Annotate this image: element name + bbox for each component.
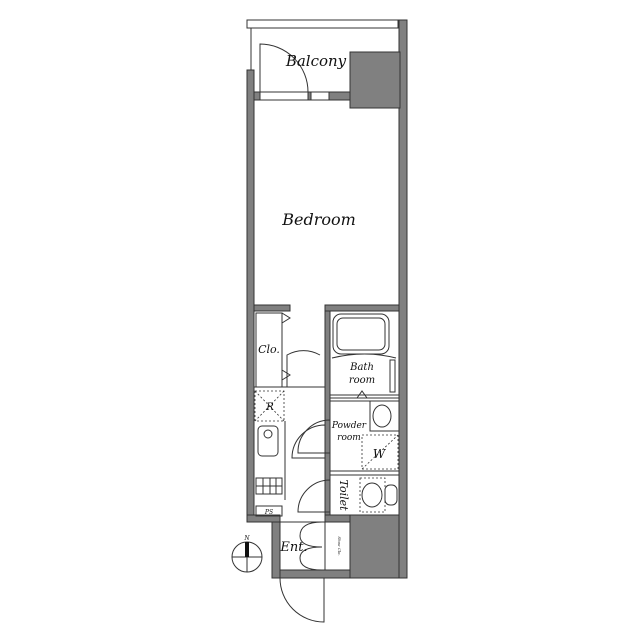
balcony-railing <box>246 19 399 29</box>
bath-rail <box>389 359 396 393</box>
balcony-window <box>310 91 330 101</box>
refrigerator-space <box>254 390 285 422</box>
bottom-left-step <box>246 514 281 523</box>
balcony-door-frame <box>259 91 309 101</box>
shoe-wall <box>324 514 351 523</box>
front-door-swing <box>279 577 325 623</box>
powder-label-1: Powder <box>331 421 367 431</box>
refrigerator-label: R <box>265 402 274 413</box>
toilet-tank <box>384 484 398 506</box>
closet-door-marks <box>281 312 291 381</box>
bath-door-mark <box>356 390 368 399</box>
bath-wall-left <box>324 310 331 516</box>
sink <box>372 404 392 428</box>
north-compass: N <box>231 535 263 573</box>
entrance-bottom-wall <box>279 569 351 579</box>
balcony-label: Balcony <box>285 52 347 70</box>
left-wall <box>246 69 255 523</box>
sink-drain <box>263 429 273 439</box>
pipe-space <box>255 505 283 517</box>
bottom-right-block <box>349 514 400 579</box>
bedroom-wall-right <box>324 304 400 312</box>
shoe-closet-label: Shoe Clo. <box>337 536 342 555</box>
structural-column <box>349 51 401 109</box>
sink-counter <box>369 400 400 432</box>
kitchen-door-swing <box>291 424 326 459</box>
north-label: N <box>243 535 250 542</box>
left-lower-wall <box>271 514 281 579</box>
closet-label: Clo. <box>258 343 280 356</box>
balcony-door-swing <box>259 43 309 93</box>
stove-grid <box>256 478 282 494</box>
bathtub <box>332 313 390 355</box>
closet-door-swing <box>286 350 321 387</box>
toilet-door-swing <box>297 479 331 513</box>
bath-label-1: Bath <box>349 362 374 373</box>
pipe-space-label: PS <box>264 509 273 516</box>
washer-space <box>361 434 399 470</box>
bath-label-2: room <box>349 375 375 386</box>
washer-diagonal <box>361 434 399 470</box>
entrance-label: Ent. <box>279 540 307 555</box>
balcony-wall-right <box>328 91 351 101</box>
powder-label-2: room <box>337 433 361 443</box>
toilet-label: Toilet <box>337 479 350 511</box>
bedroom-label: Bedroom <box>281 210 356 229</box>
right-wall <box>398 19 408 579</box>
balcony-wall-left <box>253 91 261 101</box>
entrance-inner-door <box>299 521 323 571</box>
washer-label: W <box>373 447 387 461</box>
bath-curtain <box>331 353 397 359</box>
shoe-closet <box>324 521 351 571</box>
toilet-bowl <box>361 482 383 508</box>
bathtub-inner <box>336 317 386 351</box>
bedroom-wall-left <box>253 304 291 312</box>
kitchen-sink <box>257 425 279 457</box>
refrigerator-cross <box>254 390 285 422</box>
